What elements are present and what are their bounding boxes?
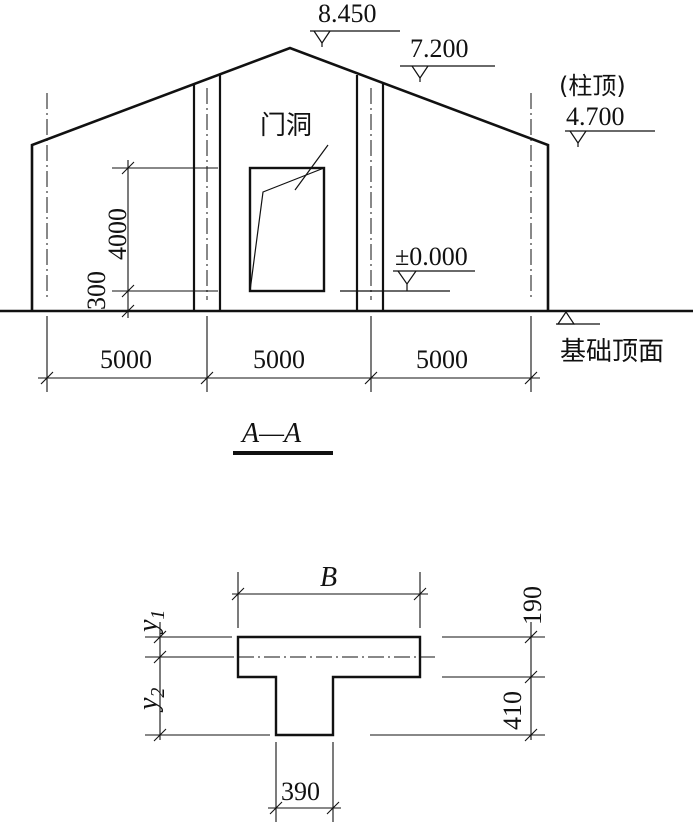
t-section-outline xyxy=(236,635,422,737)
web-depth-dim: 410 xyxy=(498,691,527,730)
horizontal-dimension-chain xyxy=(38,316,540,392)
door-opening xyxy=(248,166,326,293)
left-inner-column xyxy=(192,75,222,311)
y2-label: y2 xyxy=(133,688,169,713)
axis-lines xyxy=(46,88,532,300)
bay-dim-2: 5000 xyxy=(253,345,305,374)
foundation-top-label: 基础顶面 xyxy=(560,337,664,367)
column-top-note: (柱顶) xyxy=(559,72,626,100)
door-opening-hatch xyxy=(249,167,325,292)
width-dimension xyxy=(231,572,428,628)
section-a-a-text: 8.450 7.200 (柱顶) 4.700 门洞 ±0.000 基础顶面 40… xyxy=(82,0,664,449)
width-label: B xyxy=(320,562,337,593)
flange-depth-dim: 190 xyxy=(518,586,547,625)
elevation-marker-column-top xyxy=(565,130,655,147)
web-width-dim: 390 xyxy=(281,777,320,806)
y1-label: y1 xyxy=(133,610,169,635)
sill-height-dim: 300 xyxy=(82,271,111,310)
eave-elevation: 7.200 xyxy=(410,34,469,63)
t-section xyxy=(145,572,545,822)
svg-text:y1: y1 xyxy=(133,610,169,635)
ridge-elevation: 8.450 xyxy=(318,0,377,28)
svg-text:y2: y2 xyxy=(133,688,169,713)
elevation-marker-ridge xyxy=(310,30,400,47)
bay-dim-1: 5000 xyxy=(100,345,152,374)
vertical-dimension xyxy=(112,160,218,318)
section-title: A—A xyxy=(240,418,302,449)
t-section-text: B y1 y2 190 410 390 xyxy=(133,562,547,806)
right-inner-column xyxy=(355,75,385,311)
depth-dimension xyxy=(370,622,545,742)
elevation-marker-foundation xyxy=(556,310,600,325)
centroid-dimension xyxy=(145,622,270,742)
roof-outline xyxy=(30,46,550,311)
section-a-a xyxy=(0,30,693,455)
door-label: 门洞 xyxy=(260,111,312,141)
elevation-marker-eave xyxy=(400,65,495,82)
floor-elevation: ±0.000 xyxy=(395,242,468,271)
door-label-leader xyxy=(294,144,329,191)
door-height-dim: 4000 xyxy=(103,208,132,260)
bay-dim-3: 5000 xyxy=(416,345,468,374)
column-top-elevation: 4.700 xyxy=(566,102,625,131)
web-width-dimension xyxy=(268,742,341,822)
elevation-marker-floor xyxy=(340,270,475,292)
